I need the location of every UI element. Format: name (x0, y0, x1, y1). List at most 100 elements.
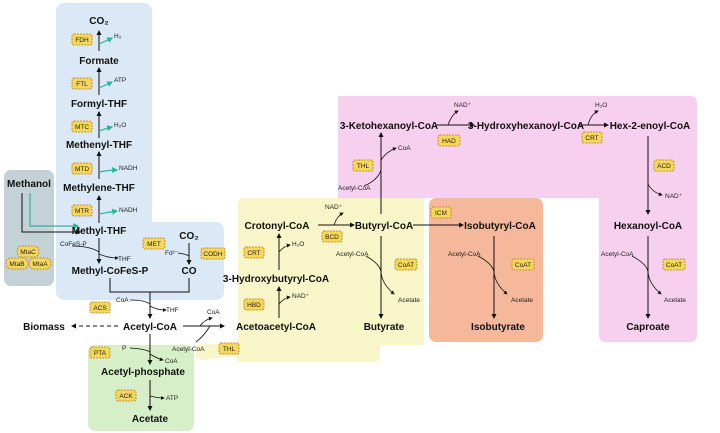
svg-text:MtaC: MtaC (20, 249, 36, 256)
crotonyl-coa-label: Crotonyl-CoA (245, 221, 310, 232)
svg-text:HAD: HAD (442, 138, 456, 145)
arrow-h2o-crt-up (587, 110, 599, 126)
h2-label: H₂ (114, 33, 122, 40)
acetate-butyrate-label: Acetate (398, 297, 420, 304)
svg-text:CRT: CRT (247, 250, 260, 257)
enzyme-acd: ACD (653, 159, 675, 172)
arrow-cofesp-curve (71, 245, 100, 253)
methylene-thf-label: Methylene-THF (63, 183, 135, 194)
methyl-thf-label: Methyl-THF (72, 226, 126, 237)
enzyme-crt-low: CRT (243, 246, 265, 259)
atp-ftl-label: ATP (114, 77, 126, 84)
acetylcoa-thl-label: Acetyl-CoA (172, 346, 205, 353)
svg-text:MET: MET (147, 241, 161, 248)
formyl-thf-label: Formyl-THF (71, 99, 127, 110)
arrow-h2o-crt (278, 243, 291, 253)
isobutyryl-coa-label: Isobutyryl-CoA (464, 221, 536, 232)
caproate-label: Caproate (626, 322, 670, 333)
orange-region (429, 198, 543, 342)
nadh-mtr-label: NADH (119, 207, 138, 214)
acetate-main-label: Acetate (132, 414, 169, 425)
methanol-label: Methanol (7, 179, 51, 190)
enzyme-coat-butyrate: CoAT (394, 258, 418, 271)
arrow-nad-hbd (278, 295, 291, 305)
svg-text:CoAT: CoAT (515, 262, 531, 269)
nad-hbd-label: NAD⁺ (292, 293, 310, 300)
enzyme-mtaa: MtaA (28, 257, 52, 270)
svg-text:CODH: CODH (203, 251, 222, 258)
svg-text:MtaA: MtaA (32, 261, 48, 268)
arrow-fd-curve (177, 252, 190, 257)
biomass-label: Biomass (23, 322, 65, 333)
methyl-cofes-p-label: Methyl-CoFeS-P (72, 266, 149, 277)
svg-text:ACS: ACS (93, 305, 107, 312)
arrow-nad-had (447, 110, 459, 126)
arrow-atp-out (149, 395, 165, 400)
methenyl-thf-label: Methenyl-THF (66, 140, 132, 151)
atp-ack-label: ATP (166, 395, 178, 402)
arrow-co-acetylcoa (150, 278, 190, 293)
arrow-acetylcoa-butyrate (365, 255, 395, 295)
acetoacetyl-coa-label: Acetoacetyl-CoA (236, 322, 316, 333)
svg-text:PTA: PTA (94, 350, 107, 357)
arrow-coa-thl-out (199, 316, 213, 327)
hexanoyl-coa-label: Hexanoyl-CoA (614, 221, 682, 232)
enzyme-mtr: MTR (71, 204, 93, 217)
svg-text:THL: THL (357, 163, 370, 170)
svg-text:BCD: BCD (325, 234, 339, 241)
h2o-crt-label: H₂O (292, 241, 304, 248)
enzyme-bcd: BCD (321, 230, 343, 243)
coa-thl-label: CoA (207, 309, 220, 316)
butyryl-coa-label: Butyryl-CoA (355, 221, 413, 232)
svg-text:FDH: FDH (75, 37, 89, 44)
wood-ljungdahl-lower-region (56, 222, 224, 300)
methanol-region (4, 170, 54, 286)
enzyme-mtc: MTC (71, 120, 93, 133)
hydroxyhexanoyl-coa-label: 3-Hydroxyhexanoyl-CoA (468, 121, 584, 132)
green-region (88, 345, 194, 431)
enzyme-thl-up: THL (352, 159, 374, 172)
acetyl-coa-label: Acetyl-CoA (123, 322, 177, 333)
enzyme-mtd: MTD (71, 162, 93, 175)
teal-methanol (29, 193, 80, 229)
svg-text:THL: THL (223, 346, 236, 353)
arrow-coa-in (129, 299, 151, 305)
nad-had-label: NAD⁺ (454, 102, 472, 109)
svg-text:FTL: FTL (76, 81, 88, 88)
enzyme-ack: ACK (115, 389, 137, 402)
arrow-methanol-methylthf (21, 193, 81, 235)
svg-text:ACK: ACK (119, 393, 133, 400)
coa-thl-up-label: CoA (398, 145, 411, 152)
teal-atp (98, 81, 114, 89)
coa-acs-label: CoA (116, 297, 129, 304)
acetyl-phosphate-label: Acetyl-phosphate (101, 367, 185, 378)
arrow-thf-out (149, 305, 167, 312)
h2o-crt-up-label: H₂O (595, 102, 607, 109)
yellow-region (196, 198, 424, 362)
arrow-nad-bcd (333, 212, 344, 226)
pink-region (338, 96, 697, 342)
butyrate-label: Butyrate (364, 322, 405, 333)
svg-text:MtaB: MtaB (9, 261, 24, 268)
p-pta-label: P (122, 345, 126, 352)
arrow-nad-acd (647, 183, 663, 196)
arrow-p-in (129, 347, 151, 353)
enzyme-codh: CODH (200, 247, 226, 260)
enzyme-icm: ICM (430, 206, 452, 219)
teal-h2o (98, 125, 114, 132)
enzyme-hbd: HBD (243, 298, 265, 311)
svg-text:MTC: MTC (75, 124, 89, 131)
formate-label: Formate (79, 56, 119, 67)
enzyme-acs: ACS (89, 301, 111, 314)
acetylcoa-thl-up-label: Acetyl-CoA (338, 185, 371, 192)
svg-text:CoAT: CoAT (666, 262, 682, 269)
co2-top-label: CO₂ (89, 16, 108, 27)
arrow-thf-curve (98, 253, 119, 260)
hexenoyl-coa-label: Hex-2-enoyl-CoA (610, 121, 691, 132)
svg-text:CRT: CRT (585, 135, 598, 142)
nad-acd-label: NAD⁺ (665, 193, 683, 200)
co2-side-label: CO₂ (179, 231, 198, 242)
enzyme-coat-caproate: CoAT (662, 258, 686, 271)
svg-text:MTD: MTD (75, 166, 89, 173)
